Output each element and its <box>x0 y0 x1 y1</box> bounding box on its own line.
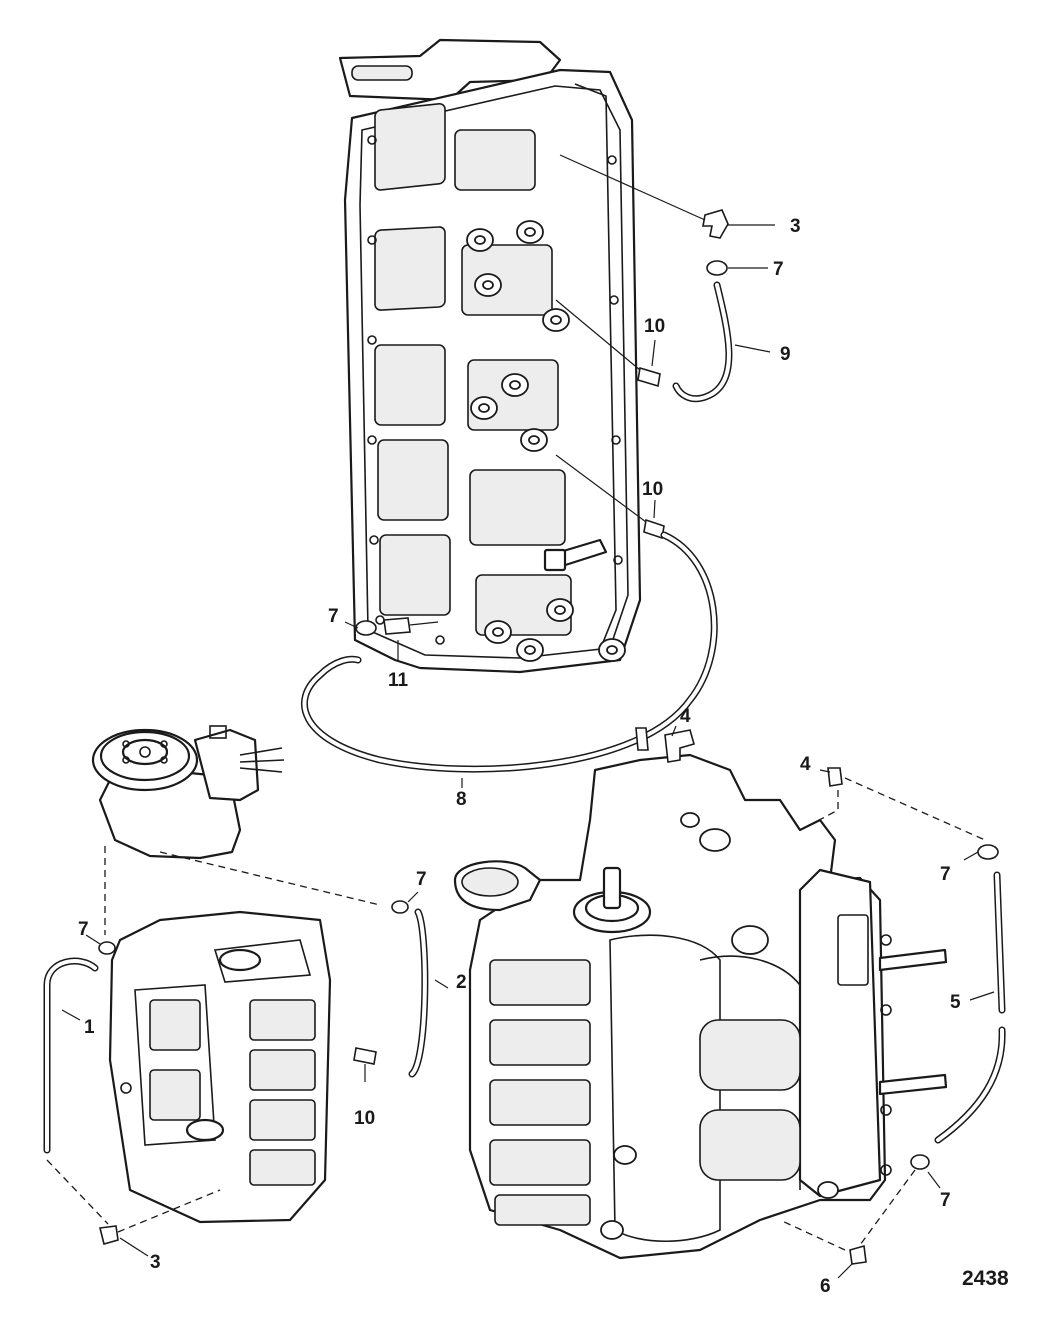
hose-fitting <box>827 767 843 787</box>
small-cylinder-block <box>108 910 332 1224</box>
callout-7: 7 <box>940 864 951 885</box>
hose-clamp <box>355 620 377 636</box>
plate-bosses <box>466 220 626 662</box>
callout-10: 10 <box>642 479 663 500</box>
hose-fitting <box>635 727 649 751</box>
callout-7: 7 <box>328 606 339 627</box>
flywheel-assembly <box>91 725 285 860</box>
hose-clamp <box>391 900 409 914</box>
callout-2: 2 <box>456 972 467 993</box>
large-cylinder-block <box>453 727 948 1260</box>
hose-fitting <box>849 1244 867 1265</box>
callout-4: 4 <box>800 754 811 775</box>
callout-10: 10 <box>354 1108 375 1129</box>
callout-7: 7 <box>940 1190 951 1211</box>
callout-1: 1 <box>84 1017 95 1038</box>
hose-clamp <box>910 1154 930 1170</box>
callout-11: 11 <box>388 670 409 691</box>
small-block-hose-routing <box>43 846 449 1257</box>
hose-clamp <box>98 941 116 955</box>
plate-bolt-holes <box>367 135 623 645</box>
figure-number: 2438 <box>962 1267 1009 1290</box>
callout-4: 4 <box>680 706 691 727</box>
hose-fitting <box>353 1047 377 1065</box>
callout-7: 7 <box>416 869 427 890</box>
top-leaders <box>344 224 775 788</box>
callout-8: 8 <box>456 789 467 810</box>
callout-3: 3 <box>790 216 801 237</box>
hose-fitting <box>383 617 411 635</box>
hose-fitting <box>637 366 661 388</box>
callout-7: 7 <box>78 919 89 940</box>
hose-clamp <box>977 844 999 860</box>
top-hose-routing <box>301 154 733 773</box>
callout-7: 7 <box>773 259 784 280</box>
callout-labels: 3 7 10 9 10 7 11 4 4 8 7 7 7 2 5 1 10 7 … <box>78 216 1009 1297</box>
elbow-fitting <box>99 1225 119 1245</box>
hose-clamp <box>706 260 728 276</box>
large-block-hose-routing <box>671 725 1006 1279</box>
elbow-fitting <box>702 209 729 239</box>
callout-5: 5 <box>950 992 961 1013</box>
callout-9: 9 <box>780 344 791 365</box>
callout-3: 3 <box>150 1252 161 1273</box>
elbow-fitting <box>664 729 695 763</box>
hose-fitting <box>643 518 665 540</box>
callout-10: 10 <box>644 316 665 337</box>
adapter-plate <box>338 38 642 674</box>
callout-6: 6 <box>820 1276 831 1297</box>
